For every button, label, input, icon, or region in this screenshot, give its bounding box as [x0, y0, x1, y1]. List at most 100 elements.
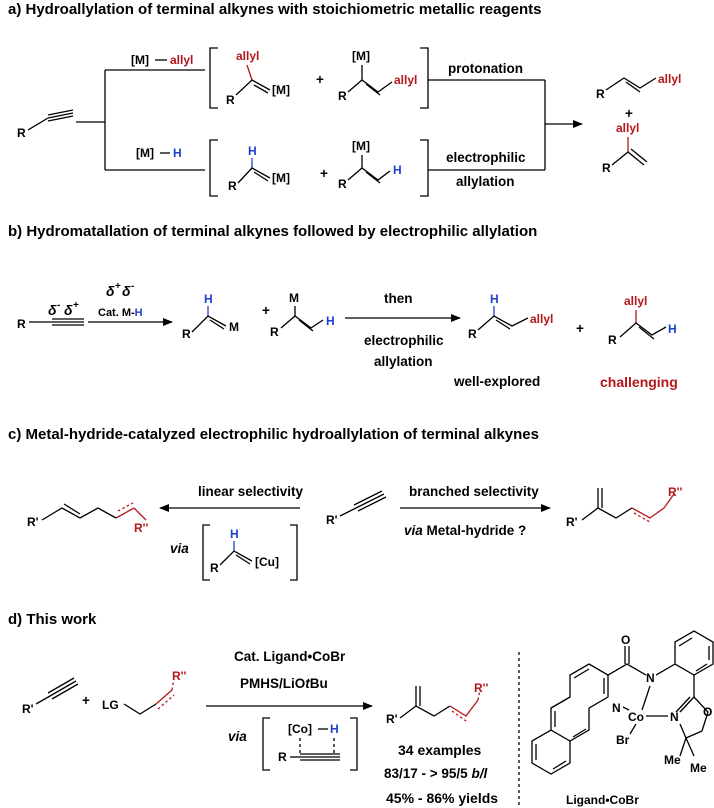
b-challenging: challenging — [600, 374, 678, 390]
a-top-p1-m: [M] — [272, 83, 290, 97]
a-bot-p2-m: [M] — [352, 139, 370, 153]
b-delta-minus: δ — [48, 302, 57, 318]
b-p4-r: R — [608, 333, 617, 347]
c-via-mh: via Metal-hydride ? — [404, 523, 526, 538]
section-d: d) This work R' + LG R'' Cat. Ligand•CoB… — [8, 611, 714, 808]
b-p1-r: R — [182, 327, 191, 341]
b-p3-allyl: allyl — [530, 312, 553, 326]
b-p2-h: H — [326, 314, 335, 328]
b-cat-delta-minus: δ — [122, 283, 131, 299]
a-final-p2-allyl: allyl — [616, 121, 639, 135]
b-well-explored: well-explored — [453, 374, 540, 389]
d-catalyst: Cat. Ligand•CoBr — [234, 649, 346, 664]
b-p3-r: R — [468, 327, 477, 341]
b-cat-minus-sup: - — [131, 281, 134, 292]
d-prod-r2: R'' — [474, 681, 489, 695]
c-linear: linear selectivity — [198, 484, 304, 499]
d-ratio: 83/17 - > 95/5 b/l — [384, 766, 487, 781]
section-c: c) Metal-hydride-catalyzed electrophilic… — [8, 426, 683, 581]
b-then: then — [384, 291, 413, 306]
c-cu-h: H — [230, 527, 239, 541]
b-electrophilic: electrophilic — [364, 333, 444, 348]
a-top-p2-m: [M] — [352, 49, 370, 63]
ligand-structure: O N O N Me Me N Co Br — [531, 630, 714, 775]
ligand-n1: N — [646, 671, 655, 685]
a-reagent-bottom-m: [M] — [136, 146, 154, 160]
a-top-p2-allyl: allyl — [394, 73, 417, 87]
a-bot-plus: + — [320, 166, 328, 181]
b-p4-allyl: allyl — [624, 294, 647, 308]
ligand-me2: Me — [690, 761, 707, 775]
c-branched: branched selectivity — [409, 484, 539, 499]
b-p1-m: M — [229, 320, 239, 334]
a-bot-p1-m: [M] — [272, 171, 290, 185]
d-lg: LG — [102, 698, 119, 712]
b-plus-sup: + — [73, 300, 79, 311]
a-top-p2-r: R — [338, 89, 347, 103]
section-d-heading: d) This work — [8, 611, 97, 628]
b-cat-delta-plus: δ — [106, 283, 115, 299]
a-final-p1-allyl: allyl — [658, 72, 681, 86]
d-plus: + — [82, 693, 90, 708]
a-bot-p2-r: R — [338, 177, 347, 191]
a-allylation: allylation — [456, 174, 515, 189]
b-minus-sup: - — [57, 300, 60, 311]
ligand-n2: N — [612, 701, 621, 715]
a-final-p2-r: R — [602, 161, 611, 175]
c-left-r1: R' — [27, 515, 39, 529]
a-reagent-top-m: [M] — [131, 53, 149, 67]
b-p4-h: H — [668, 322, 677, 336]
b-p2-m: M — [289, 291, 299, 305]
c-center-r1: R' — [326, 513, 338, 527]
b-p3-h: H — [490, 292, 499, 306]
d-conditions: PMHS/LiOtBu — [240, 676, 328, 691]
ligand-o: O — [621, 633, 630, 647]
b-cat-plus-sup: + — [115, 281, 121, 292]
a-bot-p1-h: H — [248, 144, 257, 158]
a-protonation: protonation — [448, 61, 523, 76]
a-alkyne-r: R — [17, 126, 26, 140]
b-plus-2: + — [576, 321, 584, 336]
b-plus: + — [262, 303, 270, 318]
c-cu-label: [Cu] — [255, 555, 279, 569]
a-reagent-top-allyl: allyl — [170, 53, 193, 67]
a-top-p1-allyl: allyl — [236, 49, 259, 63]
a-bot-p1-r: R — [228, 179, 237, 193]
d-co: [Co] — [288, 722, 312, 736]
b-delta-plus: δ — [64, 302, 73, 318]
a-top-p1-r: R — [226, 93, 235, 107]
section-b: b) Hydromatallation of terminal alkynes … — [8, 223, 678, 390]
ligand-br: Br — [616, 733, 630, 747]
d-via: via — [228, 729, 247, 744]
section-b-heading: b) Hydromatallation of terminal alkynes … — [8, 223, 537, 240]
ligand-co: Co — [628, 710, 644, 724]
a-final-plus: + — [625, 106, 633, 121]
section-a: a) Hydroallylation of terminal alkynes w… — [8, 1, 681, 197]
c-right-r1: R' — [566, 515, 578, 529]
b-cat: Cat. M-H — [98, 307, 143, 319]
d-prod-r1: R' — [386, 712, 398, 726]
c-right-r2: R'' — [668, 485, 683, 499]
b-allylation: allylation — [374, 354, 433, 369]
section-c-heading: c) Metal-hydride-catalyzed electrophilic… — [8, 426, 539, 443]
ligand-me1: Me — [664, 753, 681, 767]
b-alkyne-r: R — [17, 317, 26, 331]
ligand-o2: O — [703, 705, 712, 719]
b-p1-h: H — [204, 292, 213, 306]
a-reagent-bottom-h: H — [173, 146, 182, 160]
a-final-p1-r: R — [596, 87, 605, 101]
d-co-h: H — [330, 722, 339, 736]
a-top-plus: + — [316, 72, 324, 87]
c-left-r2: R'' — [134, 521, 149, 535]
d-yields: 45% - 86% yields — [386, 790, 498, 806]
section-a-heading: a) Hydroallylation of terminal alkynes w… — [8, 1, 542, 18]
a-electrophilic: electrophilic — [446, 150, 526, 165]
d-alkyne-r1: R' — [22, 702, 34, 716]
d-co-r: R — [278, 750, 287, 764]
c-via: via — [170, 541, 189, 556]
d-lg-r2: R'' — [172, 669, 187, 683]
c-cu-r: R — [210, 561, 219, 575]
a-bot-p2-h: H — [393, 163, 402, 177]
b-p2-r: R — [270, 325, 279, 339]
